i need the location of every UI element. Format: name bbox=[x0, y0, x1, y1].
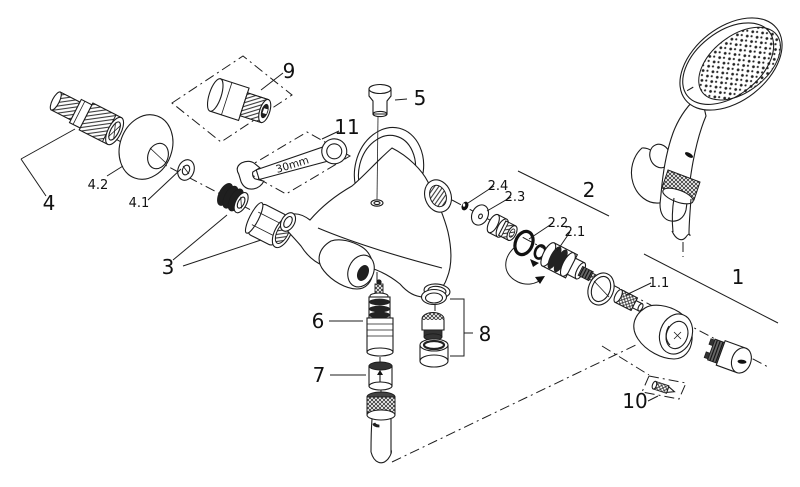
part-5-group: 5 bbox=[368, 83, 427, 200]
label-part-9: 9 bbox=[283, 59, 296, 83]
label-part-3: 3 bbox=[162, 255, 175, 279]
part-8-shell bbox=[419, 338, 449, 368]
part-8-washer bbox=[420, 288, 448, 306]
part-2-1-cartridge bbox=[540, 242, 599, 283]
label-part-2-4: 2.4 bbox=[488, 179, 509, 194]
arrowhead-large bbox=[535, 276, 545, 284]
part-4-union-nipple bbox=[49, 91, 125, 146]
part-8-aerator-insert bbox=[421, 312, 445, 341]
leader-2-2 bbox=[528, 222, 554, 240]
label-part-4-2: 4.2 bbox=[88, 178, 109, 193]
leader-2-4 bbox=[467, 185, 495, 204]
body-knob bbox=[318, 239, 375, 290]
leader-5 bbox=[394, 98, 408, 101]
leader-2-3 bbox=[486, 196, 512, 212]
label-part-11: 11 bbox=[334, 115, 359, 139]
part-10-grease-applicator bbox=[651, 380, 676, 394]
part-10-box bbox=[641, 375, 687, 400]
leader-9 bbox=[260, 72, 284, 91]
arrowhead-small bbox=[530, 259, 539, 267]
axis-line-to-part10 bbox=[601, 345, 650, 376]
part-9-adapter bbox=[206, 78, 272, 124]
label-part-2: 2 bbox=[583, 178, 596, 202]
part-10-group: 10 bbox=[622, 375, 687, 413]
part-1-knob-handle bbox=[633, 304, 694, 360]
shower-head bbox=[679, 17, 783, 111]
part-4-group: 4 4.2 4.1 bbox=[20, 91, 195, 215]
label-part-7: 7 bbox=[313, 363, 326, 387]
leader-1-1 bbox=[625, 282, 652, 296]
hose-left-edge bbox=[370, 418, 373, 453]
leader-11 bbox=[321, 130, 340, 140]
part-1-group: 1 1.1 bbox=[587, 253, 779, 374]
top-plug-hole bbox=[370, 199, 384, 207]
leader-4-2 bbox=[106, 165, 124, 177]
part-5-plug-cap bbox=[368, 83, 392, 118]
part-1-1-adapter bbox=[613, 289, 644, 312]
label-part-4-1: 4.1 bbox=[129, 196, 150, 211]
label-part-4: 4 bbox=[43, 191, 56, 215]
part-2-4-grommet bbox=[461, 201, 469, 211]
part-1-trim-ring bbox=[587, 272, 615, 306]
part-2-bushing bbox=[486, 213, 518, 241]
part-2-3-disc-washer bbox=[470, 204, 490, 226]
label-part-1: 1 bbox=[732, 265, 745, 289]
leader-2 bbox=[517, 170, 610, 217]
part-7-group: 7 bbox=[313, 361, 393, 391]
hose-highlight bbox=[372, 422, 380, 428]
o-ring-mount-arrow bbox=[505, 245, 543, 285]
leader-3b bbox=[182, 239, 262, 267]
leader-4 bbox=[20, 158, 47, 197]
spout-crease bbox=[317, 227, 443, 269]
part-11-box bbox=[241, 131, 352, 195]
label-part-2-2: 2.2 bbox=[548, 216, 569, 231]
part-7-check-valve bbox=[368, 361, 393, 391]
shower-cone-nut bbox=[661, 169, 701, 205]
label-part-6: 6 bbox=[312, 309, 325, 333]
part-11-wrench: 30mm bbox=[236, 138, 348, 190]
part-9-box bbox=[171, 55, 293, 143]
part-9-group: 9 bbox=[171, 55, 296, 143]
bracket-8 bbox=[450, 298, 465, 357]
faucet-body bbox=[279, 126, 453, 299]
label-part-5: 5 bbox=[414, 86, 427, 110]
leader-10 bbox=[647, 395, 659, 402]
part-4-1-washer bbox=[177, 159, 195, 181]
part-4-2-escutcheon bbox=[118, 114, 174, 180]
part-3-filter bbox=[217, 183, 249, 214]
part-2-2-o-ring-large bbox=[513, 229, 535, 257]
leader-4b bbox=[20, 128, 76, 160]
leader-4-1 bbox=[147, 168, 182, 201]
part-1-cap bbox=[703, 338, 752, 374]
part-11-group: 30mm 11 bbox=[236, 115, 360, 195]
part-2-group: 2 2.4 2.3 2.2 2.1 bbox=[461, 170, 610, 285]
leader-2-1 bbox=[556, 231, 571, 252]
label-part-10: 10 bbox=[622, 389, 647, 413]
part-6-group: 6 bbox=[312, 279, 394, 357]
part-8-group: 8 bbox=[419, 288, 492, 368]
part-6-diverter-cartridge bbox=[366, 279, 394, 357]
axis-line-hose-diagonal bbox=[391, 343, 639, 463]
hand-shower-group bbox=[630, 17, 783, 241]
label-part-8: 8 bbox=[479, 322, 492, 346]
hose-break bbox=[370, 449, 392, 464]
label-part-1-1: 1.1 bbox=[649, 276, 670, 291]
part-5-drop-line bbox=[376, 116, 379, 200]
shower-hose bbox=[671, 197, 692, 241]
label-part-2-1: 2.1 bbox=[565, 225, 586, 240]
part-3-group: 3 bbox=[162, 183, 294, 279]
hose-connector bbox=[366, 391, 396, 464]
leader-1 bbox=[643, 253, 779, 324]
leader-3a bbox=[172, 214, 228, 261]
label-part-2-3: 2.3 bbox=[505, 190, 526, 205]
